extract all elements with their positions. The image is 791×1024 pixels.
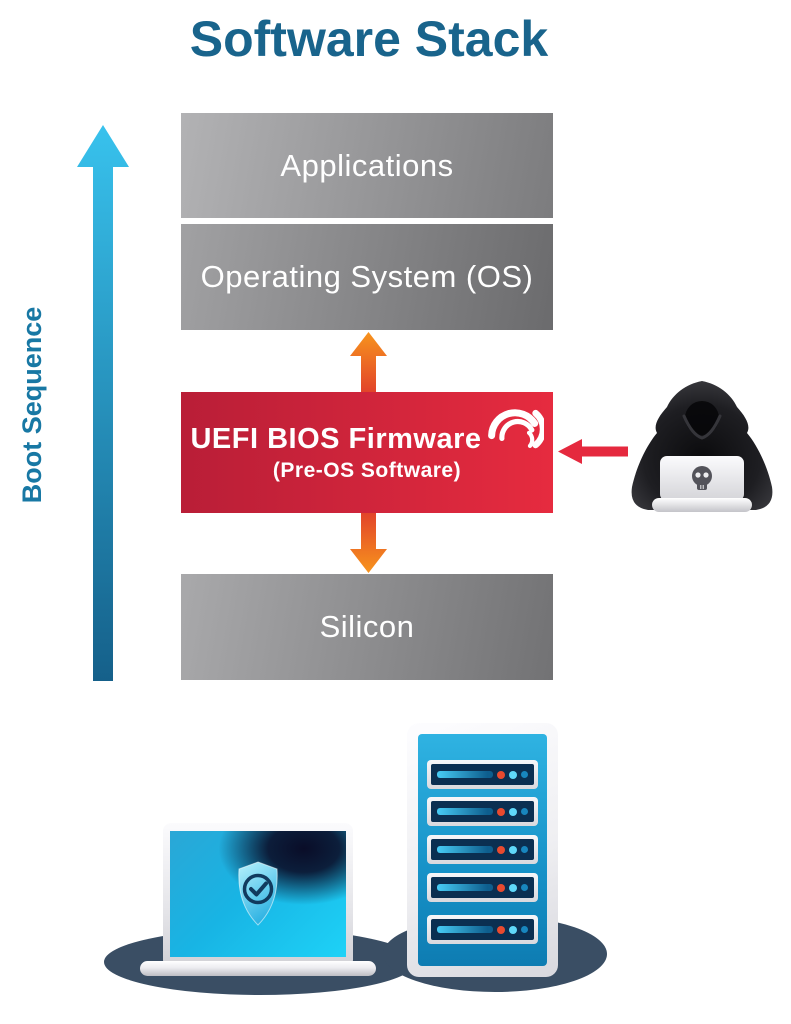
hacker-icon — [631, 381, 773, 512]
firmware-swoosh-logo-icon — [487, 409, 544, 449]
layer-uefi-bios-firmware: UEFI BIOS Firmware (Pre-OS Software) — [181, 392, 553, 513]
laptop-illustration — [163, 823, 353, 962]
uefi-title-row: UEFI BIOS Firmware — [190, 409, 544, 456]
bay-activity-bar — [437, 926, 493, 933]
led-red — [497, 845, 505, 854]
led-cyan — [509, 883, 517, 892]
page-title: Software Stack — [189, 11, 549, 67]
bay-status-leds — [497, 919, 528, 940]
boot-sequence-label: Boot Sequence — [17, 306, 47, 504]
led-blue — [521, 808, 528, 815]
shield-check-icon — [238, 861, 278, 926]
bay-status-leds — [497, 801, 528, 822]
led-cyan — [509, 845, 517, 854]
led-blue — [521, 884, 528, 891]
bay-activity-bar — [437, 771, 493, 778]
server-bay-faceplate — [431, 919, 534, 940]
led-blue — [521, 926, 528, 933]
interface-arrow-up-icon — [350, 332, 387, 392]
bay-status-leds — [497, 877, 528, 898]
skull-icon — [692, 466, 712, 490]
bay-status-leds — [497, 839, 528, 860]
laptop-base — [140, 961, 376, 976]
led-blue — [521, 771, 528, 778]
layer-operating-system: Operating System (OS) — [181, 224, 553, 330]
led-red — [497, 883, 505, 892]
bay-activity-bar — [437, 808, 493, 815]
server-bay-faceplate — [431, 839, 534, 860]
server-bay-faceplate — [431, 764, 534, 785]
layer-applications: Applications — [181, 113, 553, 218]
led-blue — [521, 846, 528, 853]
led-red — [497, 925, 505, 934]
led-red — [497, 770, 505, 779]
boot-sequence-arrow-icon — [77, 125, 129, 681]
server-panel — [418, 734, 547, 966]
led-cyan — [509, 770, 517, 779]
laptop-screen — [170, 831, 346, 957]
bay-status-leds — [497, 764, 528, 785]
server-bay — [427, 760, 538, 789]
server-bay — [427, 835, 538, 864]
bay-activity-bar — [437, 884, 493, 891]
interface-arrow-down-icon — [350, 513, 387, 573]
layer-silicon: Silicon — [181, 574, 553, 680]
layer-os-label: Operating System (OS) — [200, 259, 534, 294]
bay-activity-bar — [437, 846, 493, 853]
attack-arrow-icon — [558, 439, 628, 464]
led-cyan — [509, 807, 517, 816]
led-red — [497, 807, 505, 816]
server-rack-illustration — [407, 723, 558, 977]
server-bay — [427, 797, 538, 826]
uefi-label: UEFI BIOS Firmware — [190, 422, 482, 455]
server-bay-faceplate — [431, 877, 534, 898]
layer-silicon-label: Silicon — [319, 609, 415, 644]
server-bay — [427, 915, 538, 944]
layer-applications-label: Applications — [280, 147, 454, 183]
led-cyan — [509, 925, 517, 934]
server-bay-faceplate — [431, 801, 534, 822]
server-bay — [427, 873, 538, 902]
uefi-sublabel: (Pre-OS Software) — [272, 458, 462, 482]
